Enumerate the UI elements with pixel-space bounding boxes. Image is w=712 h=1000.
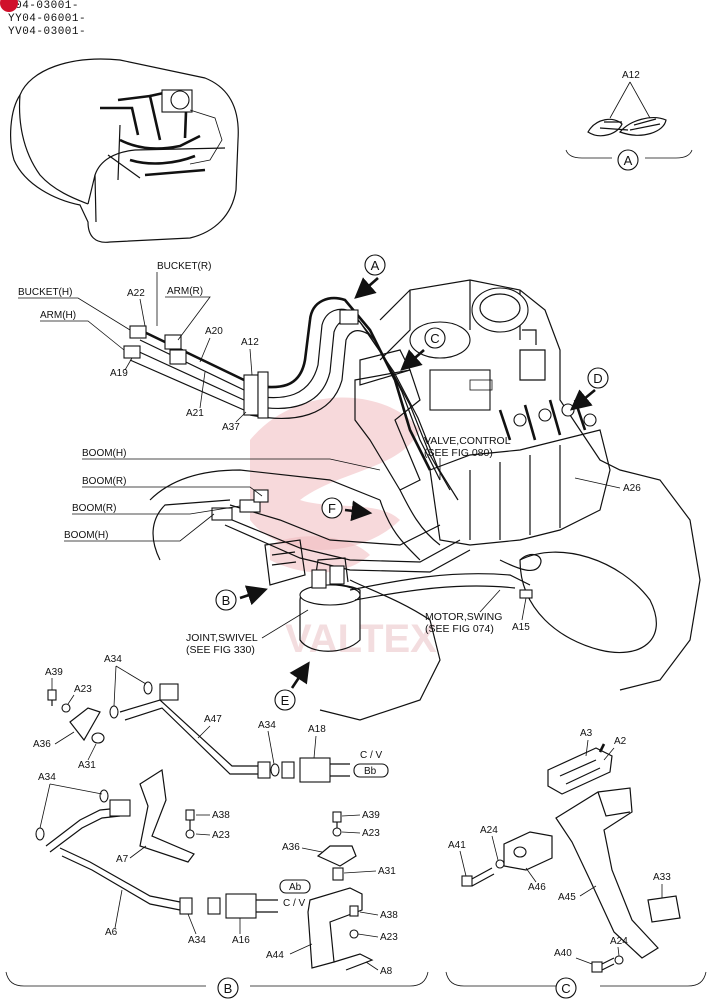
port-label: Bb <box>364 766 377 777</box>
reference-note: VALVE,CONTROL <box>424 435 511 447</box>
part-label: A3 <box>580 728 593 739</box>
part-label: A45 <box>558 892 576 903</box>
part-label: A44 <box>266 950 284 961</box>
view-callout-a: A <box>364 254 386 276</box>
part-label: A18 <box>308 724 326 735</box>
view-label-d: D <box>593 371 602 386</box>
view-label-a: A <box>624 153 633 168</box>
view-label-a: A <box>371 258 380 273</box>
red-marker-icon <box>0 0 18 12</box>
part-label: A36 <box>33 739 51 750</box>
part-label: A41 <box>448 840 466 851</box>
hose-label: BUCKET(R) <box>157 261 211 272</box>
part-label: A38 <box>380 910 398 921</box>
part-label: A38 <box>212 810 230 821</box>
part-label: A31 <box>78 760 96 771</box>
part-label: A39 <box>45 667 63 678</box>
view-b-part-labels: A39 A23 A34 A36 A31 A47 A34 A18 A34 A38 … <box>33 654 398 977</box>
hose-label: BUCKET(H) <box>18 287 72 298</box>
view-callout-d: D <box>587 367 609 389</box>
part-label: A23 <box>212 830 230 841</box>
part-label: A6 <box>105 927 118 938</box>
reference-note: (SEE FIG 080) <box>424 447 493 459</box>
hose-label: BOOM(R) <box>82 476 126 487</box>
machine-overview-illustration <box>10 58 239 243</box>
part-label: A20 <box>205 326 223 337</box>
view-callout-f: F <box>321 497 343 519</box>
reference-note: MOTOR,SWING <box>425 611 502 623</box>
main-assembly-illustration <box>123 277 701 721</box>
part-label: A19 <box>110 368 128 379</box>
reference-notes: VALVE,CONTROL (SEE FIG 080) MOTOR,SWING … <box>186 435 511 656</box>
part-label: A23 <box>362 828 380 839</box>
part-label: A39 <box>362 810 380 821</box>
part-label: A24 <box>480 825 498 836</box>
part-label: A22 <box>127 288 145 299</box>
part-label: A7 <box>116 854 129 865</box>
view-callout-b: B <box>215 589 237 611</box>
part-label: A23 <box>74 684 92 695</box>
hose-label: ARM(H) <box>40 310 76 321</box>
part-label: A23 <box>380 932 398 943</box>
port-label: C / V <box>360 750 383 761</box>
part-label: A47 <box>204 714 222 725</box>
part-label: A24 <box>610 936 628 947</box>
detail-view-b: B <box>5 681 429 999</box>
part-label: A31 <box>378 866 396 877</box>
view-label-e: E <box>281 693 290 708</box>
hose-label: BOOM(R) <box>72 503 116 514</box>
port-label: C / V <box>283 898 306 909</box>
part-label: A46 <box>528 882 546 893</box>
view-label-c: C <box>561 981 570 996</box>
part-label: A34 <box>258 720 276 731</box>
view-label-b: B <box>222 593 231 608</box>
part-label: A21 <box>186 408 204 419</box>
part-label: A33 <box>653 872 671 883</box>
part-label: A16 <box>232 935 250 946</box>
port-tags: C / V Bb Ab C / V <box>279 750 389 909</box>
reference-note: JOINT,SWIVEL <box>186 632 258 644</box>
serial-number: YV04-03001- <box>8 26 87 38</box>
reference-note: (SEE FIG 074) <box>425 623 494 635</box>
part-label: A34 <box>104 654 122 665</box>
part-label: A12 <box>241 337 259 348</box>
view-callout-c: C <box>424 327 446 349</box>
hose-label: ARM(R) <box>167 286 203 297</box>
watermark-text: VALTEX <box>285 617 437 661</box>
part-label: A8 <box>380 966 393 977</box>
view-label-f: F <box>328 501 336 516</box>
control-valve-bank <box>429 399 611 546</box>
view-label-c: C <box>430 331 439 346</box>
part-label: A37 <box>222 422 240 433</box>
part-label: A36 <box>282 842 300 853</box>
hose-label: BOOM(H) <box>82 448 126 459</box>
view-callout-e: E <box>274 689 296 711</box>
part-label: A15 <box>512 622 530 633</box>
reference-note: (SEE FIG 330) <box>186 644 255 656</box>
hose-labels: BUCKET(R) ARM(R) BUCKET(H) ARM(H) BOOM(H… <box>18 261 381 542</box>
part-label: A34 <box>188 935 206 946</box>
swivel-joint <box>299 557 361 652</box>
serial-number-block: H04-03001- YY04-06001- YV04-03001- <box>0 0 87 39</box>
view-label-b: B <box>224 981 233 996</box>
part-label: A12 <box>622 70 640 81</box>
part-label: A26 <box>623 483 641 494</box>
main-part-labels: A22 A20 A12 A19 A21 A37 A26 A15 <box>110 288 641 633</box>
part-label: A2 <box>614 736 627 747</box>
port-label: Ab <box>289 882 302 893</box>
detail-view-a: A12 A <box>565 70 693 171</box>
serial-number: YY04-06001- <box>8 13 87 25</box>
watermark: VALTEX <box>250 397 437 661</box>
hose-label: BOOM(H) <box>64 530 108 541</box>
detail-view-c: C <box>445 743 707 999</box>
part-label: A40 <box>554 948 572 959</box>
part-label: A34 <box>38 772 56 783</box>
serial-number: H04-03001- <box>8 0 80 12</box>
view-c-part-labels: A3 A2 A24 A41 A46 A45 A33 A24 A40 <box>448 728 671 965</box>
